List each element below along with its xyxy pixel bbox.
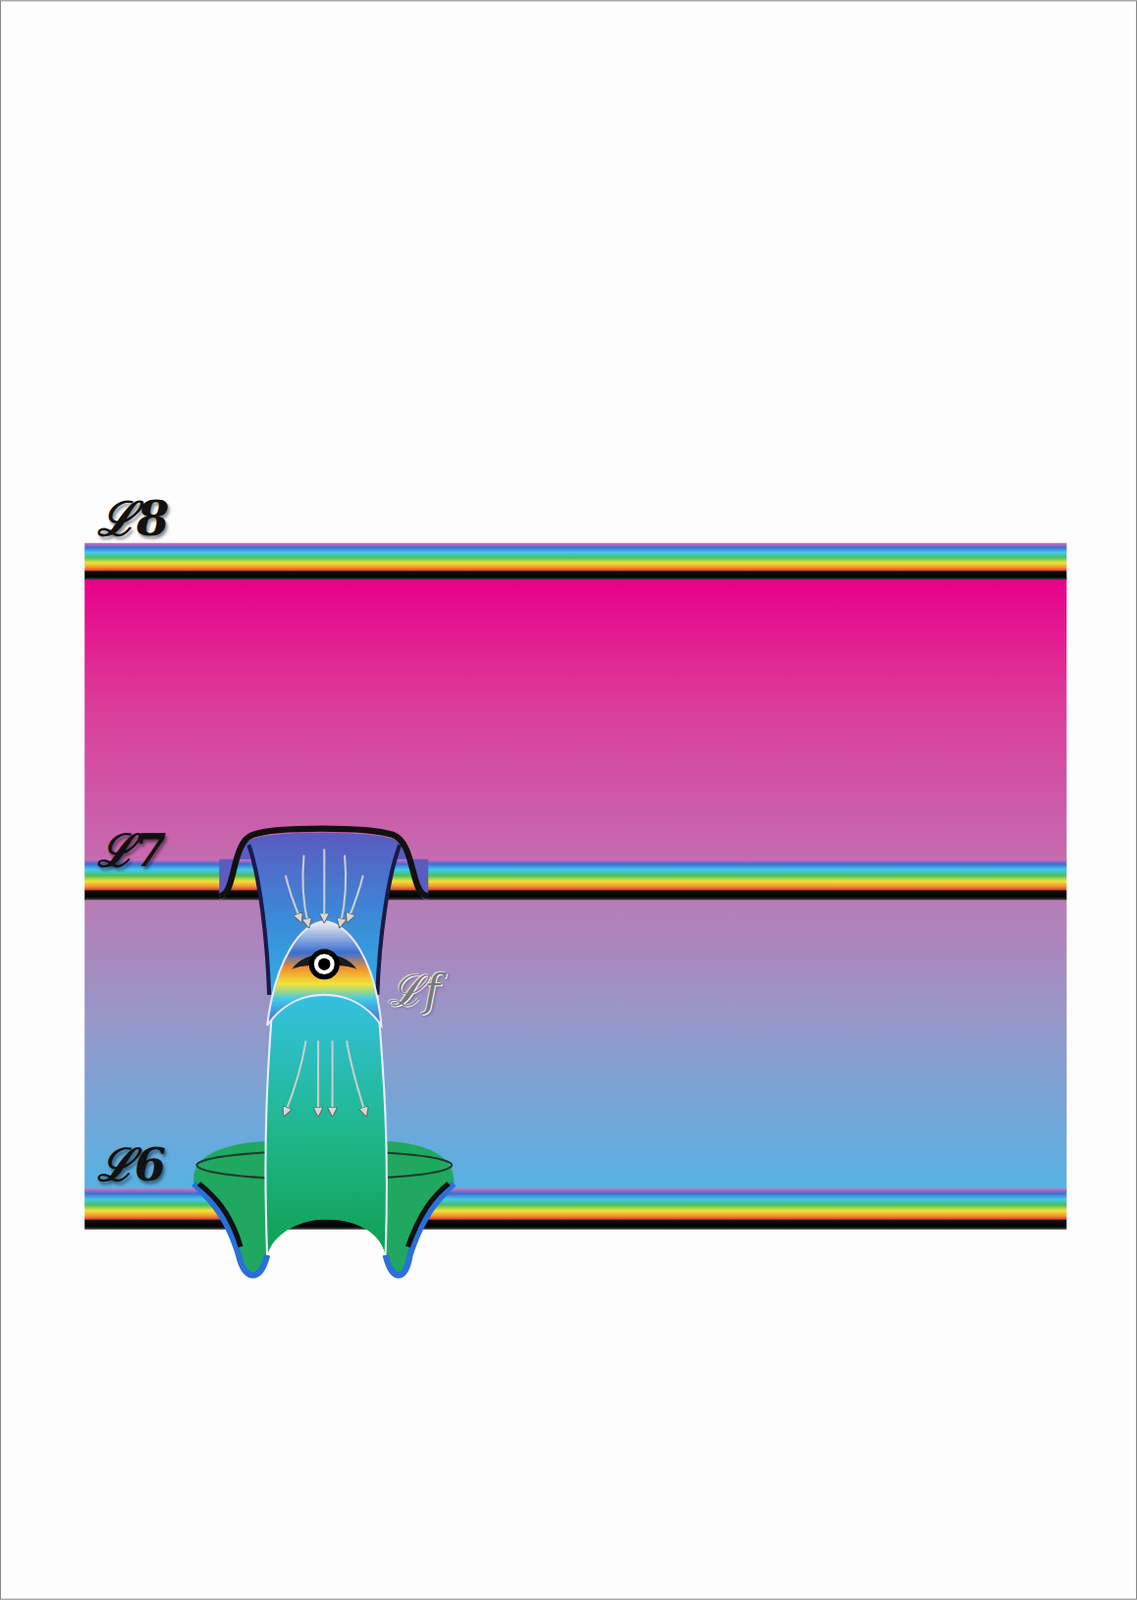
layer-label: ℒ7 [97,827,166,873]
layer-label: ℒ8 [97,494,169,542]
layer-label: ℒ6 [97,1141,166,1188]
fold-label: ℒf [387,969,440,1013]
